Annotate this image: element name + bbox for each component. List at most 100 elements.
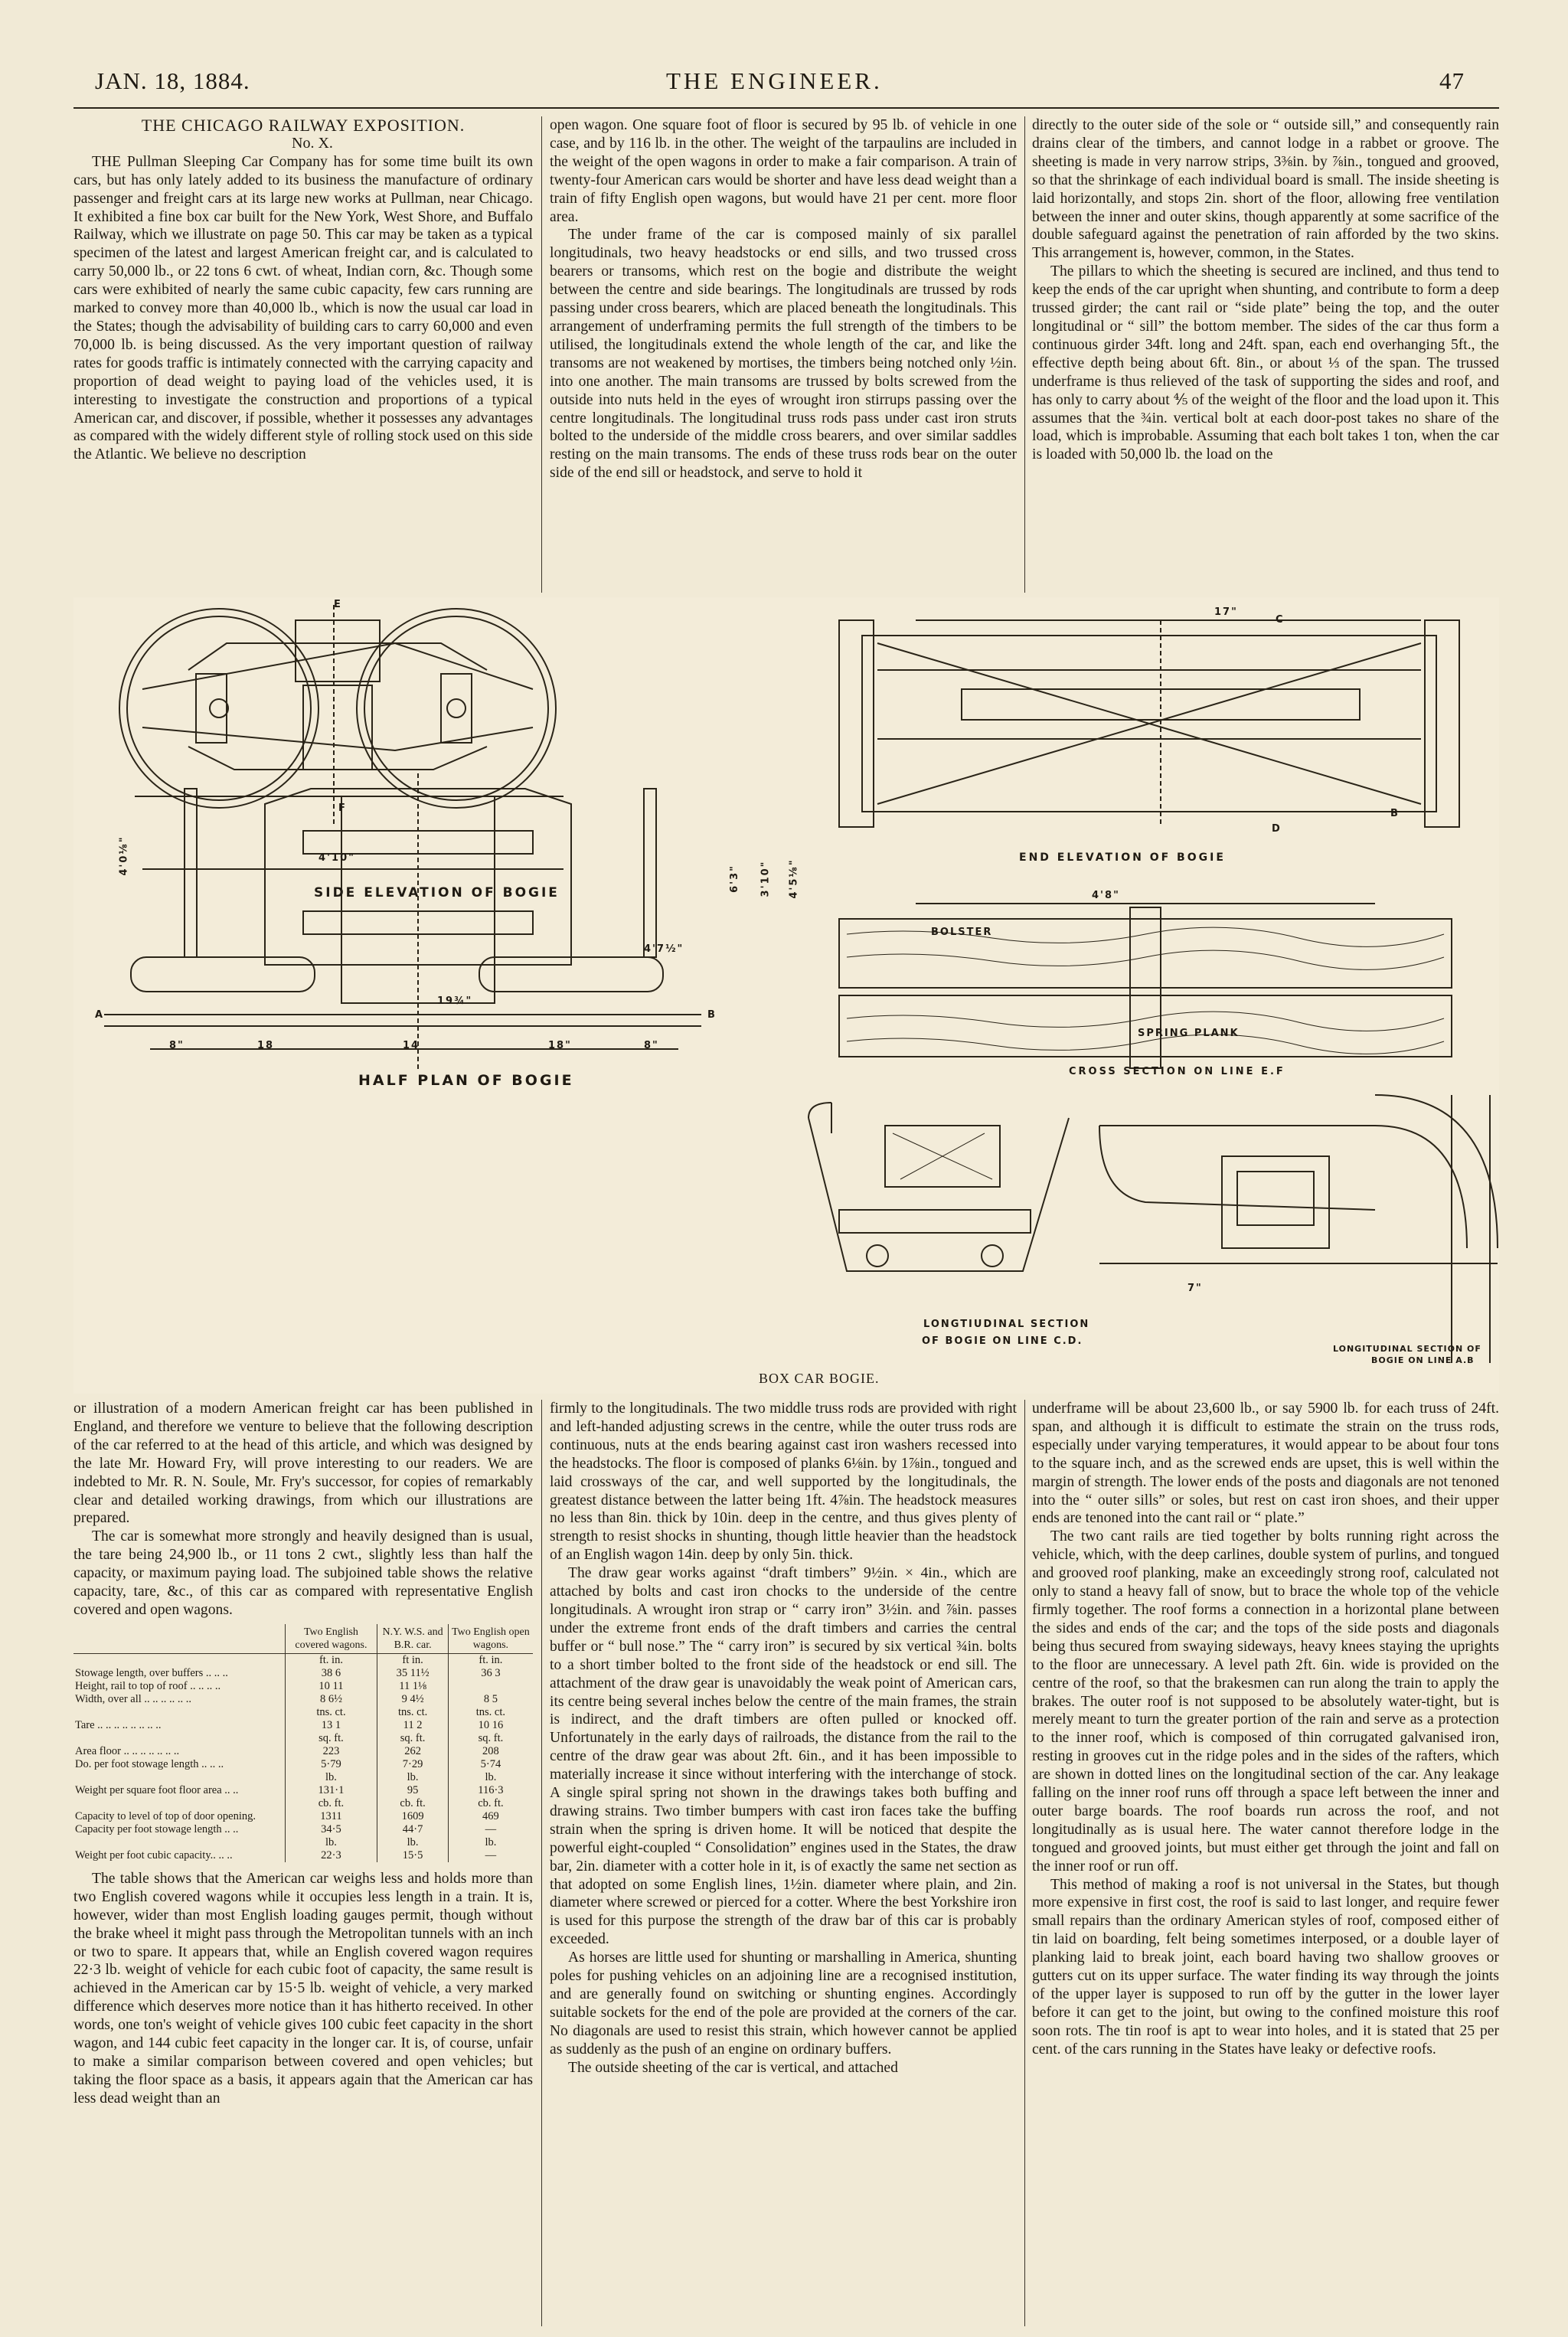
label-c: C xyxy=(1276,614,1285,626)
dimension-end: 17" xyxy=(1214,606,1238,618)
figure-main-caption: BOX CAR BOGIE. xyxy=(759,1371,880,1386)
paragraph: The under frame of the car is composed m… xyxy=(550,227,1017,482)
end-elevation-drawing xyxy=(838,619,1460,828)
table-cell: Height, rail to top of roof .. .. .. .. xyxy=(75,1679,221,1692)
longitudinal-cd-caption-1: LONGTIUDINAL SECTION xyxy=(923,1319,1090,1330)
dimension-v3: 3'10" xyxy=(760,860,772,897)
table-cell: cb. ft. xyxy=(447,1796,533,1810)
paragraph: The outside sheeting of the car is verti… xyxy=(568,2059,898,2076)
table-cell: lb. xyxy=(284,1770,377,1784)
column-1-bottom: or illustration of a modern American fre… xyxy=(74,1400,533,2326)
label-f: F xyxy=(338,802,347,814)
table-cell: ft in. xyxy=(377,1653,449,1667)
table-header-cell: Two English covered wagons. xyxy=(284,1623,377,1654)
paragraph: The table shows that the American car we… xyxy=(74,1870,533,2107)
table-cell xyxy=(74,1706,285,1719)
table-row: Height, rail to top of roof .. .. .. .. 1… xyxy=(74,1679,533,1693)
table-row: Weight per square foot floor area .. ..1… xyxy=(74,1783,533,1797)
dimension-v1: 4'0⅛" xyxy=(118,835,130,876)
longitudinal-cd-caption-2: OF BOGIE ON LINE C.D. xyxy=(922,1335,1083,1347)
paragraph: THE Pullman Sleeping Car Company has for… xyxy=(74,153,533,463)
table-row: lb.lb.lb. xyxy=(74,1770,533,1784)
column-3-bottom: underframe will be about 23,600 lb., or … xyxy=(1032,1400,1499,2326)
table-row: Capacity to level of top of door opening… xyxy=(74,1809,533,1823)
table-cell: 34·5 xyxy=(284,1822,377,1836)
table-cell: 8 6½ xyxy=(284,1692,377,1706)
table-row: Stowage length, over buffers .. .. ..38 … xyxy=(74,1666,533,1680)
table-row: tns. ct.tns. ct.tns. ct. xyxy=(74,1705,533,1719)
label-b-right: B xyxy=(707,1009,717,1021)
table-cell xyxy=(74,1653,285,1667)
dimension-h1: 4'7½" xyxy=(644,943,684,955)
paragraph: or illustration of a modern American fre… xyxy=(74,1401,533,1527)
dimension-half-b: 18 xyxy=(257,1040,275,1051)
side-elevation-drawing xyxy=(119,605,564,870)
paragraph: This method of making a roof is not univ… xyxy=(1032,1876,1499,2058)
table-header-cell: N.Y. W.S. and B.R. car. xyxy=(377,1623,449,1654)
paragraph: firmly to the longitudinals. The two mid… xyxy=(550,1401,1017,1564)
table-header-cell: Two English open wagons. xyxy=(447,1623,533,1654)
table-cell: lb. xyxy=(377,1835,449,1849)
table-cell: 262 xyxy=(377,1744,449,1758)
table-cell: 223 xyxy=(284,1744,377,1758)
table-cell: Weight per square foot floor area .. .. xyxy=(75,1783,239,1796)
bogie-drawings xyxy=(104,605,1498,1363)
paragraph: underframe will be about 23,600 lb., or … xyxy=(1032,1401,1499,1527)
table-cell: 5·79 xyxy=(284,1757,377,1771)
table-row: sq. ft.sq. ft.sq. ft. xyxy=(74,1731,533,1745)
table-cell: 10 16 xyxy=(447,1718,533,1732)
table-body: ft. in.ft in.ft. in.Stowage length, over… xyxy=(74,1653,533,1862)
table-cell xyxy=(447,1679,533,1693)
table-cell: tns. ct. xyxy=(447,1705,533,1719)
spring-plank-label: SPRING PLANK xyxy=(1138,1028,1240,1039)
table-cell: 35 11½ xyxy=(377,1666,449,1680)
table-cell: 469 xyxy=(447,1809,533,1823)
paragraph: The two cant rails are tied together by … xyxy=(1032,1528,1499,1875)
label-b: B xyxy=(1390,808,1400,819)
article-title: THE CHICAGO RAILWAY EXPOSITION. xyxy=(141,116,466,135)
dimension-cross: 4'8" xyxy=(1092,890,1120,901)
longitudinal-ab-caption-2: BOGIE ON LINE A.B xyxy=(1371,1355,1475,1365)
half-plan-caption: HALF PLAN OF BOGIE xyxy=(358,1072,574,1089)
table-cell: 11 1⅛ xyxy=(377,1679,449,1693)
table-row: cb. ft.cb. ft.cb. ft. xyxy=(74,1796,533,1810)
paragraph: The car is somewhat more strongly and he… xyxy=(74,1528,533,1618)
table-cell: ft. in. xyxy=(447,1653,533,1667)
table-cell: sq. ft. xyxy=(377,1731,449,1745)
table-cell: lb. xyxy=(447,1835,533,1849)
label-e: E xyxy=(334,599,342,610)
table-cell: — xyxy=(447,1848,533,1862)
end-elevation-caption: END ELEVATION OF BOGIE xyxy=(1019,851,1226,864)
article-number: No. X. xyxy=(292,134,333,152)
dimension-ab: 7" xyxy=(1187,1283,1203,1294)
header-date: JAN. 18, 1884. xyxy=(95,67,250,94)
table-header-row: Two English covered wagons. N.Y. W.S. an… xyxy=(74,1623,533,1654)
cross-section-caption: CROSS SECTION ON LINE E.F xyxy=(1069,1066,1285,1077)
table-cell: 1609 xyxy=(377,1809,449,1823)
table-cell: lb. xyxy=(284,1835,377,1849)
column-rule xyxy=(1024,116,1025,593)
table-cell: 38 6 xyxy=(284,1666,377,1680)
table-cell: 10 11 xyxy=(284,1679,377,1693)
dimension-v4: 4'5⅛" xyxy=(788,858,800,899)
column-rule xyxy=(1024,1400,1025,2326)
paragraph: open wagon. One square foot of floor is … xyxy=(550,117,1017,225)
dimension-half-a: 8" xyxy=(169,1040,185,1051)
dimension-v2: 6'3" xyxy=(728,865,740,893)
header-title: THE ENGINEER. xyxy=(666,67,883,94)
paragraph: directly to the outer side of the sole o… xyxy=(1032,117,1499,262)
paragraph: The draw gear works against “draft timbe… xyxy=(550,1565,1017,1948)
table-cell: 15·5 xyxy=(377,1848,449,1862)
table-cell xyxy=(74,1797,285,1810)
table-cell: — xyxy=(447,1822,533,1836)
table-row: Weight per foot cubic capacity.. .. ..22… xyxy=(74,1848,533,1862)
table-cell: sq. ft. xyxy=(284,1731,377,1745)
table-cell: Area floor .. .. .. .. .. .. .. xyxy=(75,1744,180,1757)
table-row: Do. per foot stowage length .. .. ..5·79… xyxy=(74,1757,533,1771)
half-plan-drawing xyxy=(104,773,701,1072)
table-cell: 208 xyxy=(447,1744,533,1758)
cross-section-drawing xyxy=(838,903,1452,1069)
column-rule xyxy=(541,116,542,593)
table-row: lb.lb.lb. xyxy=(74,1835,533,1849)
